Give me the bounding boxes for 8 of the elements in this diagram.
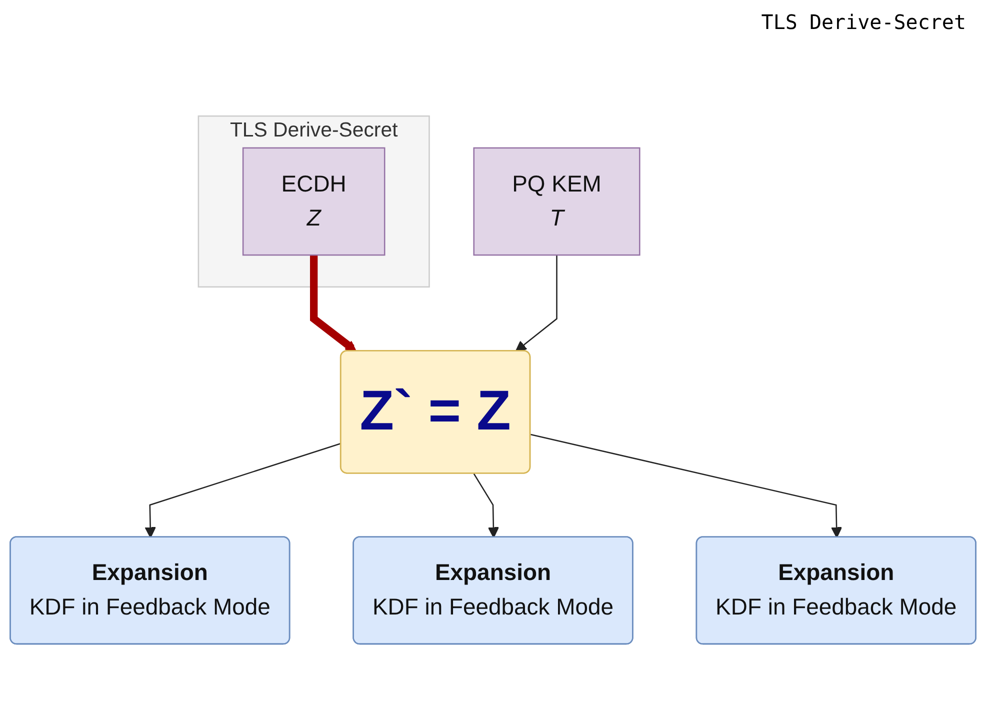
node-box: ECDH Z	[242, 147, 386, 256]
arrow	[310, 255, 357, 352]
heading-label: TLS Derive-Secret	[761, 10, 966, 34]
node-box: PQ KEM T	[473, 147, 640, 256]
arrow	[473, 473, 500, 538]
arrow	[515, 255, 558, 352]
arrow	[144, 442, 342, 538]
arrow	[530, 434, 842, 538]
